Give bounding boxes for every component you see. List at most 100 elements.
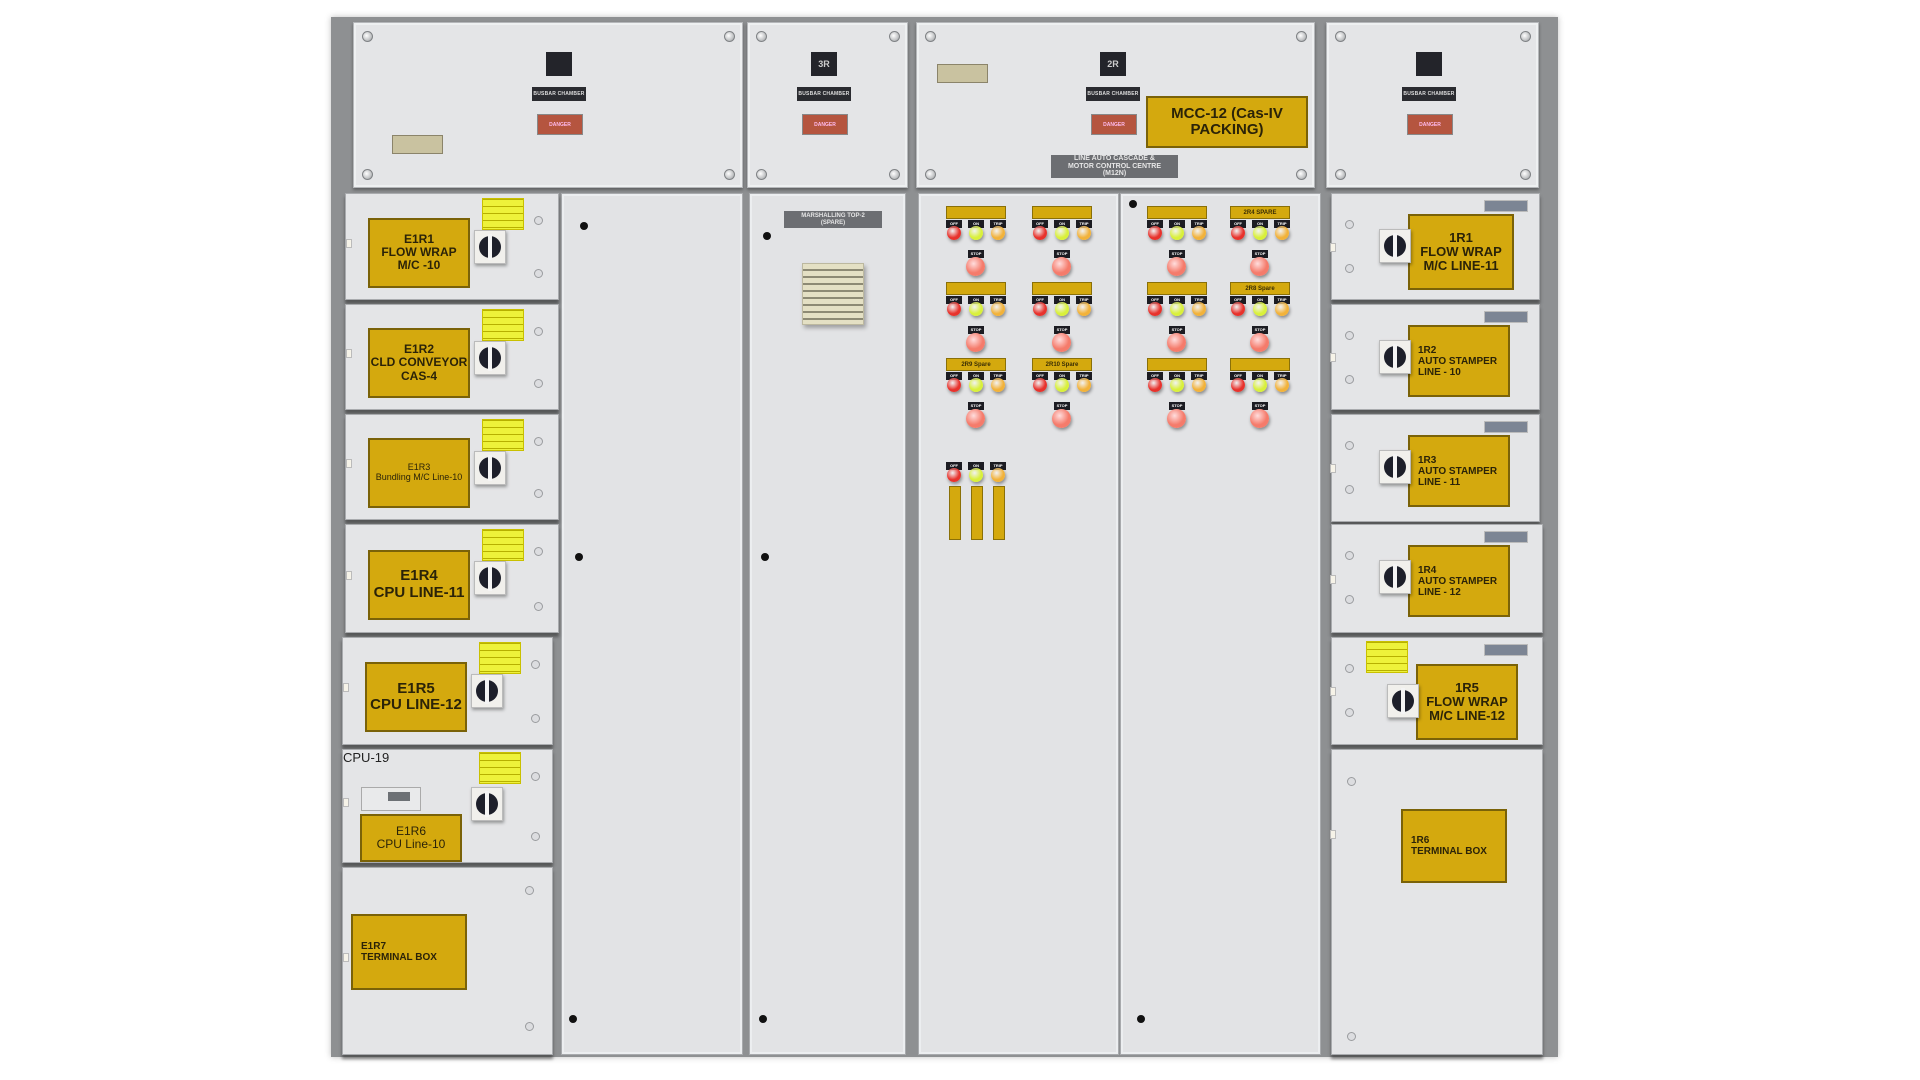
trip-indicator-lamp[interactable]: TRIP	[990, 372, 1006, 394]
off-indicator-lamp[interactable]: OFF	[946, 462, 962, 484]
door-control-left[interactable]	[918, 193, 1119, 1055]
button-legend: TRIP	[1274, 372, 1290, 380]
drawer-hinge	[343, 683, 349, 692]
trip-indicator-lamp[interactable]: TRIP	[1076, 372, 1092, 394]
on-indicator-lamp[interactable]: ON	[1252, 220, 1268, 242]
on-indicator-lamp[interactable]: ON	[1169, 372, 1185, 394]
on-indicator-lamp[interactable]: ON	[1054, 372, 1070, 394]
stop-pushbutton[interactable]: STOP	[966, 402, 986, 428]
rotary-isolator-switch[interactable]	[474, 341, 506, 375]
on-lamp-lens	[969, 378, 983, 392]
stop-pushbutton[interactable]: STOP	[1167, 402, 1187, 428]
trip-indicator-lamp[interactable]: TRIP	[1274, 220, 1290, 242]
trip-indicator-lamp[interactable]: TRIP	[1191, 372, 1207, 394]
door-handle[interactable]	[761, 553, 769, 561]
stop-pushbutton[interactable]: STOP	[1167, 250, 1187, 276]
feeder-drawer-3[interactable]: E1R3 Bundling M/C Line-10	[345, 414, 559, 520]
button-legend: OFF	[1147, 296, 1163, 304]
stop-pushbutton[interactable]: STOP	[1052, 250, 1072, 276]
door-handle[interactable]	[1137, 1015, 1145, 1023]
off-indicator-lamp[interactable]: OFF	[1147, 296, 1163, 318]
on-indicator-lamp[interactable]: ON	[968, 220, 984, 242]
rotary-isolator-switch[interactable]	[1379, 450, 1411, 484]
trip-indicator-lamp[interactable]: TRIP	[1274, 372, 1290, 394]
on-indicator-lamp[interactable]: ON	[1054, 220, 1070, 242]
door-section-a[interactable]	[561, 193, 743, 1055]
off-indicator-lamp[interactable]: OFF	[1147, 220, 1163, 242]
feeder-drawer-7[interactable]: E1R7 TERMINAL BOX	[342, 867, 553, 1055]
stop-pushbutton[interactable]: STOP	[966, 250, 986, 276]
off-indicator-lamp[interactable]: OFF	[946, 296, 962, 318]
trip-indicator-lamp[interactable]: TRIP	[990, 462, 1006, 484]
button-legend: OFF	[1147, 372, 1163, 380]
door-handle[interactable]	[575, 553, 583, 561]
door-handle[interactable]	[763, 232, 771, 240]
on-indicator-lamp[interactable]: ON	[968, 372, 984, 394]
feeder-label: E1R2 CLD CONVEYOR CAS-4	[368, 328, 470, 398]
off-lamp-lens	[1033, 378, 1047, 392]
stop-pushbutton[interactable]: STOP	[1250, 402, 1270, 428]
rotary-isolator-switch[interactable]	[474, 561, 506, 595]
on-indicator-lamp[interactable]: ON	[1169, 296, 1185, 318]
danger-warning-plate: DANGER	[537, 114, 583, 135]
stop-pushbutton[interactable]: STOP	[1250, 326, 1270, 352]
off-indicator-lamp[interactable]: OFF	[1032, 372, 1048, 394]
rotary-isolator-switch[interactable]	[1379, 229, 1411, 263]
feeder-drawer-r5[interactable]: 1R5 FLOW WRAP M/C LINE-12	[1330, 637, 1543, 745]
trip-indicator-lamp[interactable]: TRIP	[1191, 296, 1207, 318]
stop-pushbutton[interactable]: STOP	[966, 326, 986, 352]
off-indicator-lamp[interactable]: OFF	[1032, 296, 1048, 318]
trip-indicator-lamp[interactable]: TRIP	[1076, 296, 1092, 318]
feeder-drawer-r2[interactable]: 1R2 AUTO STAMPER LINE - 10	[1330, 304, 1540, 410]
stop-pushbutton[interactable]: STOP	[1052, 326, 1072, 352]
rotary-isolator-switch[interactable]	[474, 451, 506, 485]
door-handle[interactable]	[569, 1015, 577, 1023]
off-indicator-lamp[interactable]: OFF	[1147, 372, 1163, 394]
trip-indicator-lamp[interactable]: TRIP	[990, 220, 1006, 242]
off-indicator-lamp[interactable]: OFF	[946, 372, 962, 394]
trip-indicator-lamp[interactable]: TRIP	[1076, 220, 1092, 242]
button-legend: TRIP	[1191, 372, 1207, 380]
off-lamp-lens	[1231, 378, 1245, 392]
feeder-drawer-r1[interactable]: 1R1 FLOW WRAP M/C LINE-11	[1330, 193, 1540, 300]
stop-pushbutton[interactable]: STOP	[1250, 250, 1270, 276]
trip-indicator-lamp[interactable]: TRIP	[990, 296, 1006, 318]
feeder-drawer-r3[interactable]: 1R3 AUTO STAMPER LINE - 11	[1330, 414, 1540, 522]
off-indicator-lamp[interactable]: OFF	[1032, 220, 1048, 242]
door-handle[interactable]	[759, 1015, 767, 1023]
stop-pushbutton[interactable]: STOP	[1167, 326, 1187, 352]
feeder-drawer-2[interactable]: E1R2 CLD CONVEYOR CAS-4	[345, 304, 559, 410]
door-marshalling[interactable]	[749, 193, 906, 1055]
door-control-right[interactable]	[1120, 193, 1321, 1055]
feeder-drawer-r4[interactable]: 1R4 AUTO STAMPER LINE - 12	[1330, 524, 1543, 633]
trip-indicator-lamp[interactable]: TRIP	[1274, 296, 1290, 318]
rotary-isolator-switch[interactable]	[471, 674, 503, 708]
off-indicator-lamp[interactable]: OFF	[1230, 220, 1246, 242]
screw-icon	[724, 31, 735, 42]
feeder-drawer-1[interactable]: E1R1 FLOW WRAP M/C -10	[345, 193, 559, 300]
feeder-drawer-5[interactable]: E1R5 CPU LINE-12	[342, 637, 553, 745]
on-indicator-lamp[interactable]: ON	[1252, 372, 1268, 394]
off-indicator-lamp[interactable]: OFF	[946, 220, 962, 242]
rotary-isolator-switch[interactable]	[1379, 560, 1411, 594]
on-indicator-lamp[interactable]: ON	[968, 296, 984, 318]
off-indicator-lamp[interactable]: OFF	[1230, 372, 1246, 394]
rotary-isolator-switch[interactable]	[471, 787, 503, 821]
stop-pushbutton[interactable]: STOP	[1052, 402, 1072, 428]
trip-indicator-lamp[interactable]: TRIP	[1191, 220, 1207, 242]
off-indicator-lamp[interactable]: OFF	[1230, 296, 1246, 318]
on-indicator-lamp[interactable]: ON	[1169, 220, 1185, 242]
on-indicator-lamp[interactable]: ON	[1252, 296, 1268, 318]
rotary-isolator-switch[interactable]	[1379, 340, 1411, 374]
on-indicator-lamp[interactable]: ON	[1054, 296, 1070, 318]
rotary-isolator-switch[interactable]	[474, 230, 506, 264]
on-indicator-lamp[interactable]: ON	[968, 462, 984, 484]
door-handle[interactable]	[580, 222, 588, 230]
rotary-isolator-switch[interactable]	[1387, 684, 1419, 718]
feeder-drawer-r6[interactable]: 1R6 TERMINAL BOX	[1330, 749, 1543, 1055]
door-handle[interactable]	[1129, 200, 1137, 208]
screw-icon	[756, 169, 767, 180]
feeder-drawer-4[interactable]: E1R4 CPU LINE-11	[345, 524, 559, 633]
